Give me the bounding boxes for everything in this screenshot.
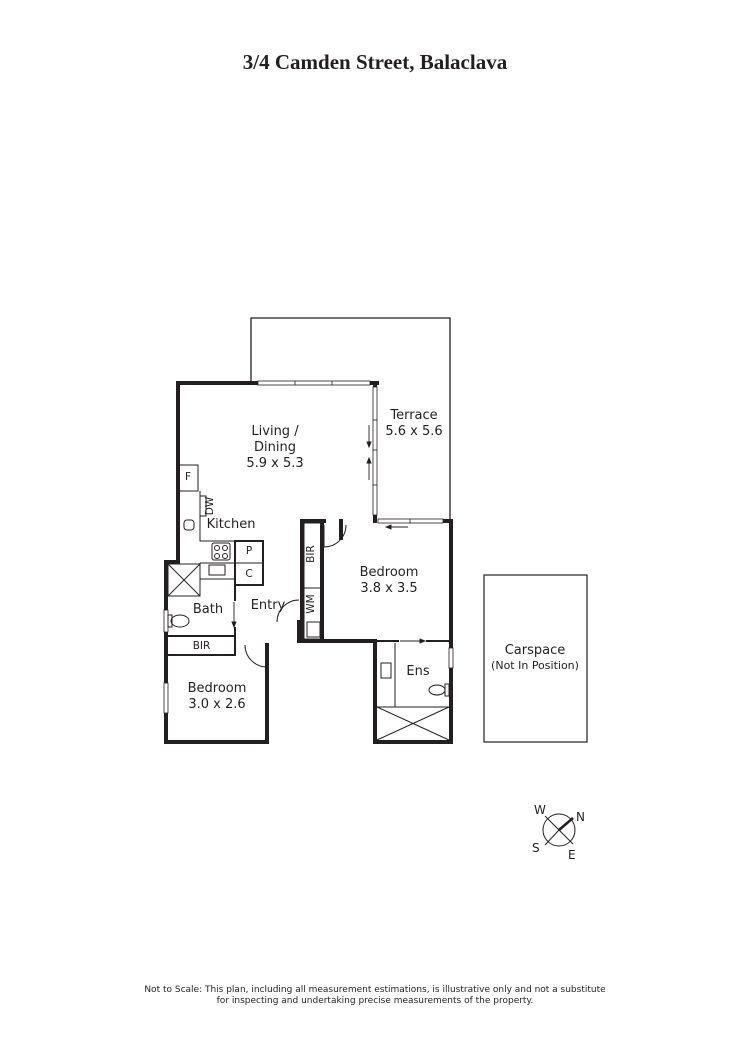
second-bedroom-name: Bedroom — [187, 681, 247, 696]
pantry-label: P — [245, 545, 253, 557]
living-room-name-1: Living / — [251, 424, 299, 439]
compass-east: E — [568, 848, 576, 862]
fixtures-outlines — [167, 464, 588, 743]
second-bedroom-size: 3.0 x 2.6 — [188, 697, 246, 712]
main-bedroom-name: Bedroom — [359, 565, 419, 580]
carspace-name: Carspace — [504, 643, 566, 658]
bath-label: Bath — [192, 602, 224, 617]
page-title: 3/4 Camden Street, Balaclava — [242, 50, 508, 74]
carspace-label: Carspace (Not In Position) — [491, 643, 579, 672]
entry-label: Entry — [250, 598, 286, 613]
living-room-name-2: Dining — [254, 440, 296, 455]
dishwasher-label: DW — [204, 496, 216, 516]
terrace-label: Terrace 5.6 x 5.6 — [385, 408, 442, 440]
compass-icon — [542, 813, 576, 847]
second-bedroom-label: Bedroom 3.0 x 2.6 — [188, 681, 247, 713]
interior-walls — [165, 540, 452, 656]
compass-west: W — [534, 803, 546, 817]
carspace-note: (Not In Position) — [491, 659, 579, 672]
fridge-label: F — [184, 471, 192, 483]
terrace-size: 5.6 x 5.6 — [385, 424, 443, 439]
main-bedroom-label: Bedroom 3.8 x 3.5 — [360, 565, 419, 597]
washing-machine-label: WM — [305, 594, 317, 614]
second-bir-label: BIR — [192, 640, 211, 652]
kitchen-label: Kitchen — [206, 517, 256, 532]
cupboard-label: C — [245, 568, 253, 580]
ensuite-label: Ens — [406, 664, 430, 679]
living-room-label: Living / Dining 5.9 x 5.3 — [246, 424, 303, 472]
main-bedroom-size: 3.8 x 3.5 — [360, 581, 418, 596]
main-bir-label: BIR — [305, 545, 317, 563]
disclaimer: Not to Scale: This plan, including all m… — [0, 985, 750, 1007]
windows — [163, 380, 454, 714]
living-room-size: 5.9 x 5.3 — [246, 456, 304, 471]
disclaimer-line-2: for inspecting and undertaking precise m… — [216, 996, 534, 1006]
disclaimer-line-1: Not to Scale: This plan, including all m… — [144, 985, 606, 995]
compass-south: S — [532, 841, 540, 855]
compass-north: N — [576, 810, 585, 824]
sliding-arrows — [231, 425, 427, 644]
terrace-name: Terrace — [390, 408, 438, 423]
terrace-outline — [250, 317, 451, 520]
